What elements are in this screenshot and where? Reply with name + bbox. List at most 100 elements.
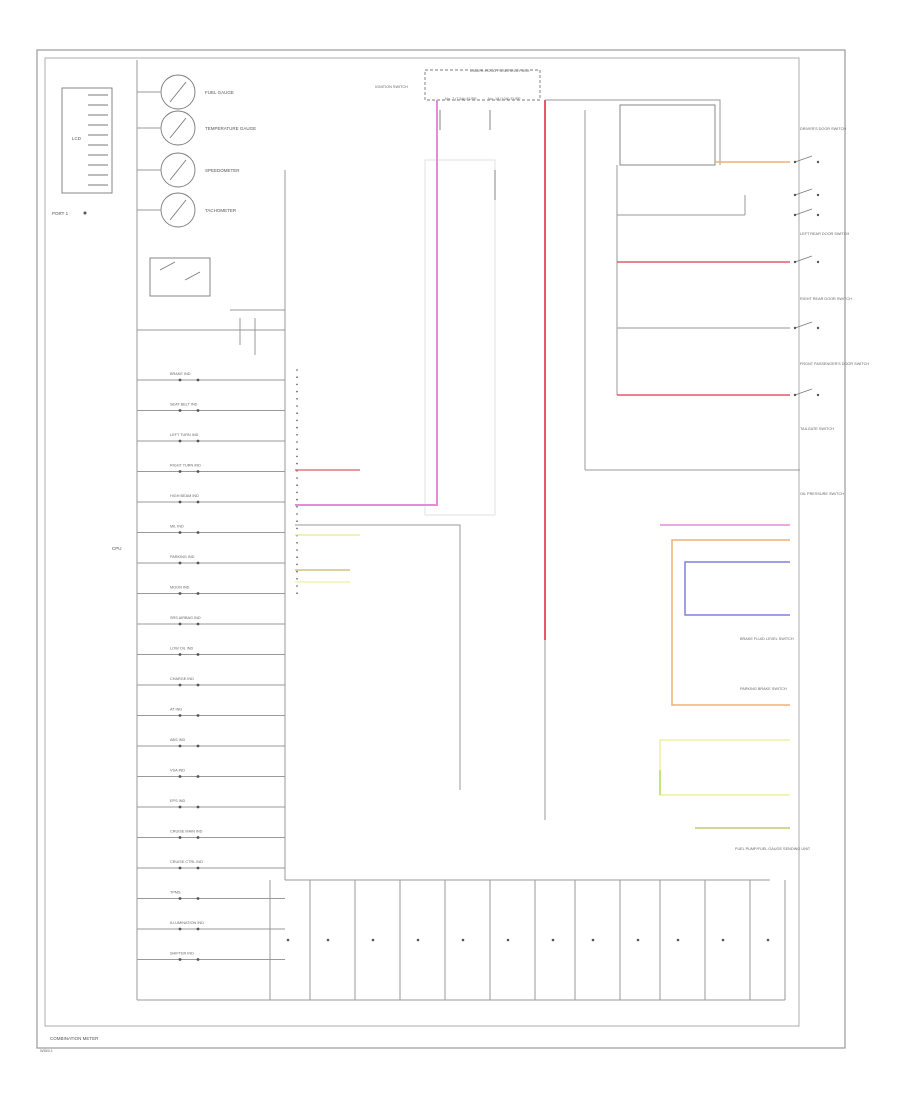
- connector-pin: [296, 383, 298, 386]
- connector-pin: [296, 585, 298, 587]
- indicator-label: TPMS: [170, 891, 181, 895]
- door-switch: [793, 155, 820, 164]
- indicator-pin: [196, 439, 200, 443]
- indicator-pin: [178, 409, 182, 412]
- indicator-pin: [196, 714, 200, 717]
- door-switch: [793, 321, 820, 330]
- indicator-pin: [178, 744, 182, 748]
- door-switch: [793, 188, 820, 197]
- indicator-label: LOW OIL IND: [170, 647, 194, 651]
- indicator-row: RIGHT TURN IND: [137, 464, 285, 473]
- indicator-label: LEFT TURN IND: [170, 433, 199, 437]
- indicator-pin: [196, 958, 200, 961]
- gauge-label: SPEEDOMETER: [205, 168, 240, 173]
- gauge-fuel: FUEL GAUGE: [137, 74, 234, 110]
- bottom-component: [574, 880, 595, 1000]
- bottom-component: [749, 880, 770, 1000]
- orange-loop: [671, 539, 790, 706]
- connector-pin: [296, 448, 298, 451]
- bottom-component: [619, 880, 640, 1000]
- indicator-pin: [196, 836, 200, 839]
- indicator-pin: [196, 653, 200, 656]
- indicator-label: CHARGE IND: [170, 677, 194, 681]
- connector-pin: [296, 549, 298, 551]
- indicator-row: CRUISE CTRL IND: [137, 860, 285, 870]
- connector-pin: [296, 434, 298, 436]
- connector-pin: [296, 369, 298, 371]
- connector-pin: [296, 592, 298, 594]
- relay-block: [137, 257, 285, 355]
- connector-pin: [296, 477, 298, 479]
- right-label: FUEL PUMP/FUEL GAUGE SENDING UNIT: [735, 847, 811, 851]
- right-top-block: [545, 99, 800, 471]
- indicator-pin: [196, 805, 200, 809]
- indicator-label: EPS IND: [170, 799, 185, 803]
- right-label: DRIVER'S DOOR SWITCH: [800, 127, 846, 131]
- indicator-pin: [196, 531, 200, 534]
- indicator-label: VSA IND: [170, 769, 185, 773]
- right-switches: [793, 155, 820, 397]
- door-switch: [793, 255, 820, 264]
- bottom-component: [704, 880, 725, 1000]
- connector-pin: [296, 484, 298, 487]
- fuse-box-label: UNDER-HOOD FUSE/RELAY BOX: [470, 69, 530, 73]
- indicator-pin: [196, 622, 200, 626]
- indicator-pin: [196, 683, 200, 687]
- connector-pin: [296, 398, 298, 400]
- indicator-row: SRS AIRBAG IND: [137, 616, 285, 626]
- door-switch: [793, 388, 820, 397]
- meter-label: CPU: [112, 546, 122, 551]
- bottom-component: [659, 880, 680, 1000]
- indicator-row: MOON IND: [137, 586, 285, 595]
- indicator-label: MIL IND: [170, 525, 184, 529]
- indicator-row: LOW OIL IND: [137, 647, 285, 656]
- connector-pin: [296, 563, 298, 566]
- indicator-pin: [196, 500, 200, 504]
- indicator-pin: [178, 561, 182, 565]
- indicator-pin: [178, 439, 182, 443]
- indicator-pin: [178, 378, 182, 382]
- ignition-label: IGNITION SWITCH: [375, 85, 408, 89]
- indicator-label: RIGHT TURN IND: [170, 464, 201, 468]
- fuse-a-label: No. 7 (7.5A) FUSE: [445, 97, 477, 101]
- bottom-component: [354, 880, 375, 1000]
- indicator-row: AT IND: [137, 708, 285, 717]
- indicator-label: CRUISE MAIN IND: [170, 830, 203, 834]
- indicator-row: CRUISE MAIN IND: [137, 830, 285, 839]
- indicator-label: ILLUMINATION IND: [170, 921, 204, 925]
- indicator-label: CRUISE CTRL IND: [170, 860, 203, 864]
- indicator-pin: [196, 561, 200, 565]
- bottom-component: [309, 880, 330, 1000]
- indicator-row: ABS IND: [137, 738, 285, 748]
- footer-title: COMBINATION METER: [50, 1036, 99, 1041]
- indicator-pin: [178, 714, 182, 717]
- connector-pin: [296, 513, 298, 515]
- indicator-row: ILLUMINATION IND: [137, 921, 285, 931]
- indicator-label: ABS IND: [170, 738, 185, 742]
- connector-pin: [296, 520, 298, 522]
- connector-pin: [296, 570, 298, 573]
- indicator-label: PARKING IND: [170, 555, 195, 559]
- indicator-label: HIGH BEAM IND: [170, 494, 199, 498]
- connector-pin: [296, 455, 298, 458]
- indicator-pin: [196, 897, 200, 900]
- connector-pin: [296, 390, 298, 393]
- outer-frame: [36, 49, 846, 1049]
- indicator-pin: [196, 775, 200, 778]
- gauge-label: TEMPERATURE GAUGE: [205, 126, 256, 131]
- bottom-component: [534, 880, 555, 1000]
- indicator-label: SEAT BELT IND: [170, 403, 198, 407]
- indicator-pin: [196, 409, 200, 412]
- indicator-pin: [178, 531, 182, 534]
- gauge-label: FUEL GAUGE: [205, 90, 234, 95]
- indicator-label: AT IND: [170, 708, 182, 712]
- indicator-pin: [196, 378, 200, 382]
- indicator-pin: [178, 836, 182, 839]
- connector-pin: [296, 376, 298, 379]
- indicator-pin: [178, 500, 182, 504]
- lcd-label: LCD: [72, 136, 82, 141]
- indicator-label: SRS AIRBAG IND: [170, 616, 201, 620]
- indicator-pin: [178, 958, 182, 961]
